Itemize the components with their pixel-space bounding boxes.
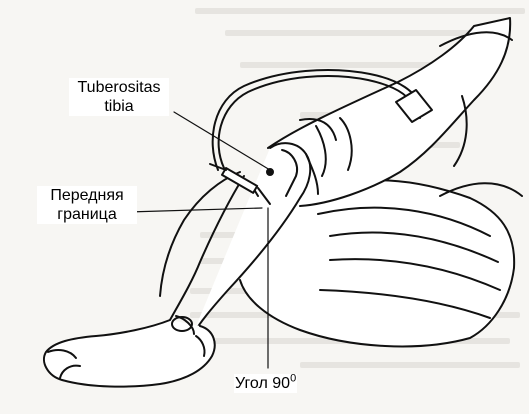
- label-anterior-line1: Передняя: [37, 186, 137, 205]
- label-tuberositas-tibia: Tuberositas tibia: [68, 78, 170, 116]
- leader-anterior-border: [128, 208, 262, 212]
- label-angle-text: Угол 90: [235, 375, 290, 392]
- label-angle-superscript: 0: [290, 373, 296, 385]
- foot: [44, 316, 215, 387]
- label-angle-90: Угол 900: [234, 374, 297, 393]
- label-anterior-line2: граница: [37, 205, 137, 224]
- label-tuberositas-line1: Tuberositas: [69, 78, 169, 97]
- label-anterior-border: Передняя граница: [36, 186, 138, 224]
- label-tuberositas-line2: tibia: [69, 97, 169, 116]
